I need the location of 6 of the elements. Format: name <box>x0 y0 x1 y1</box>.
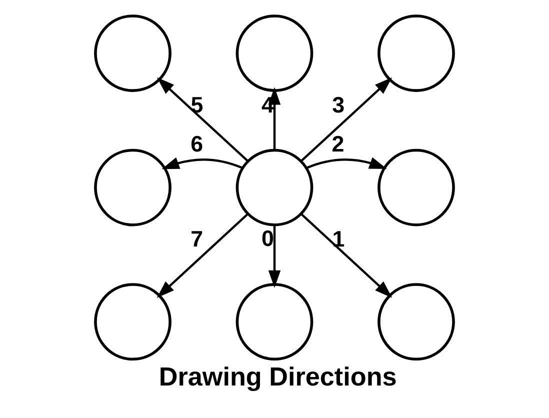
edge-label: 6 <box>190 131 204 156</box>
edge-label: 0 <box>261 226 274 252</box>
edge-label: 2 <box>332 131 344 156</box>
edge-label: 3 <box>332 92 345 118</box>
caption: Drawing Directions <box>158 362 397 392</box>
edge-label: 7 <box>190 226 204 252</box>
